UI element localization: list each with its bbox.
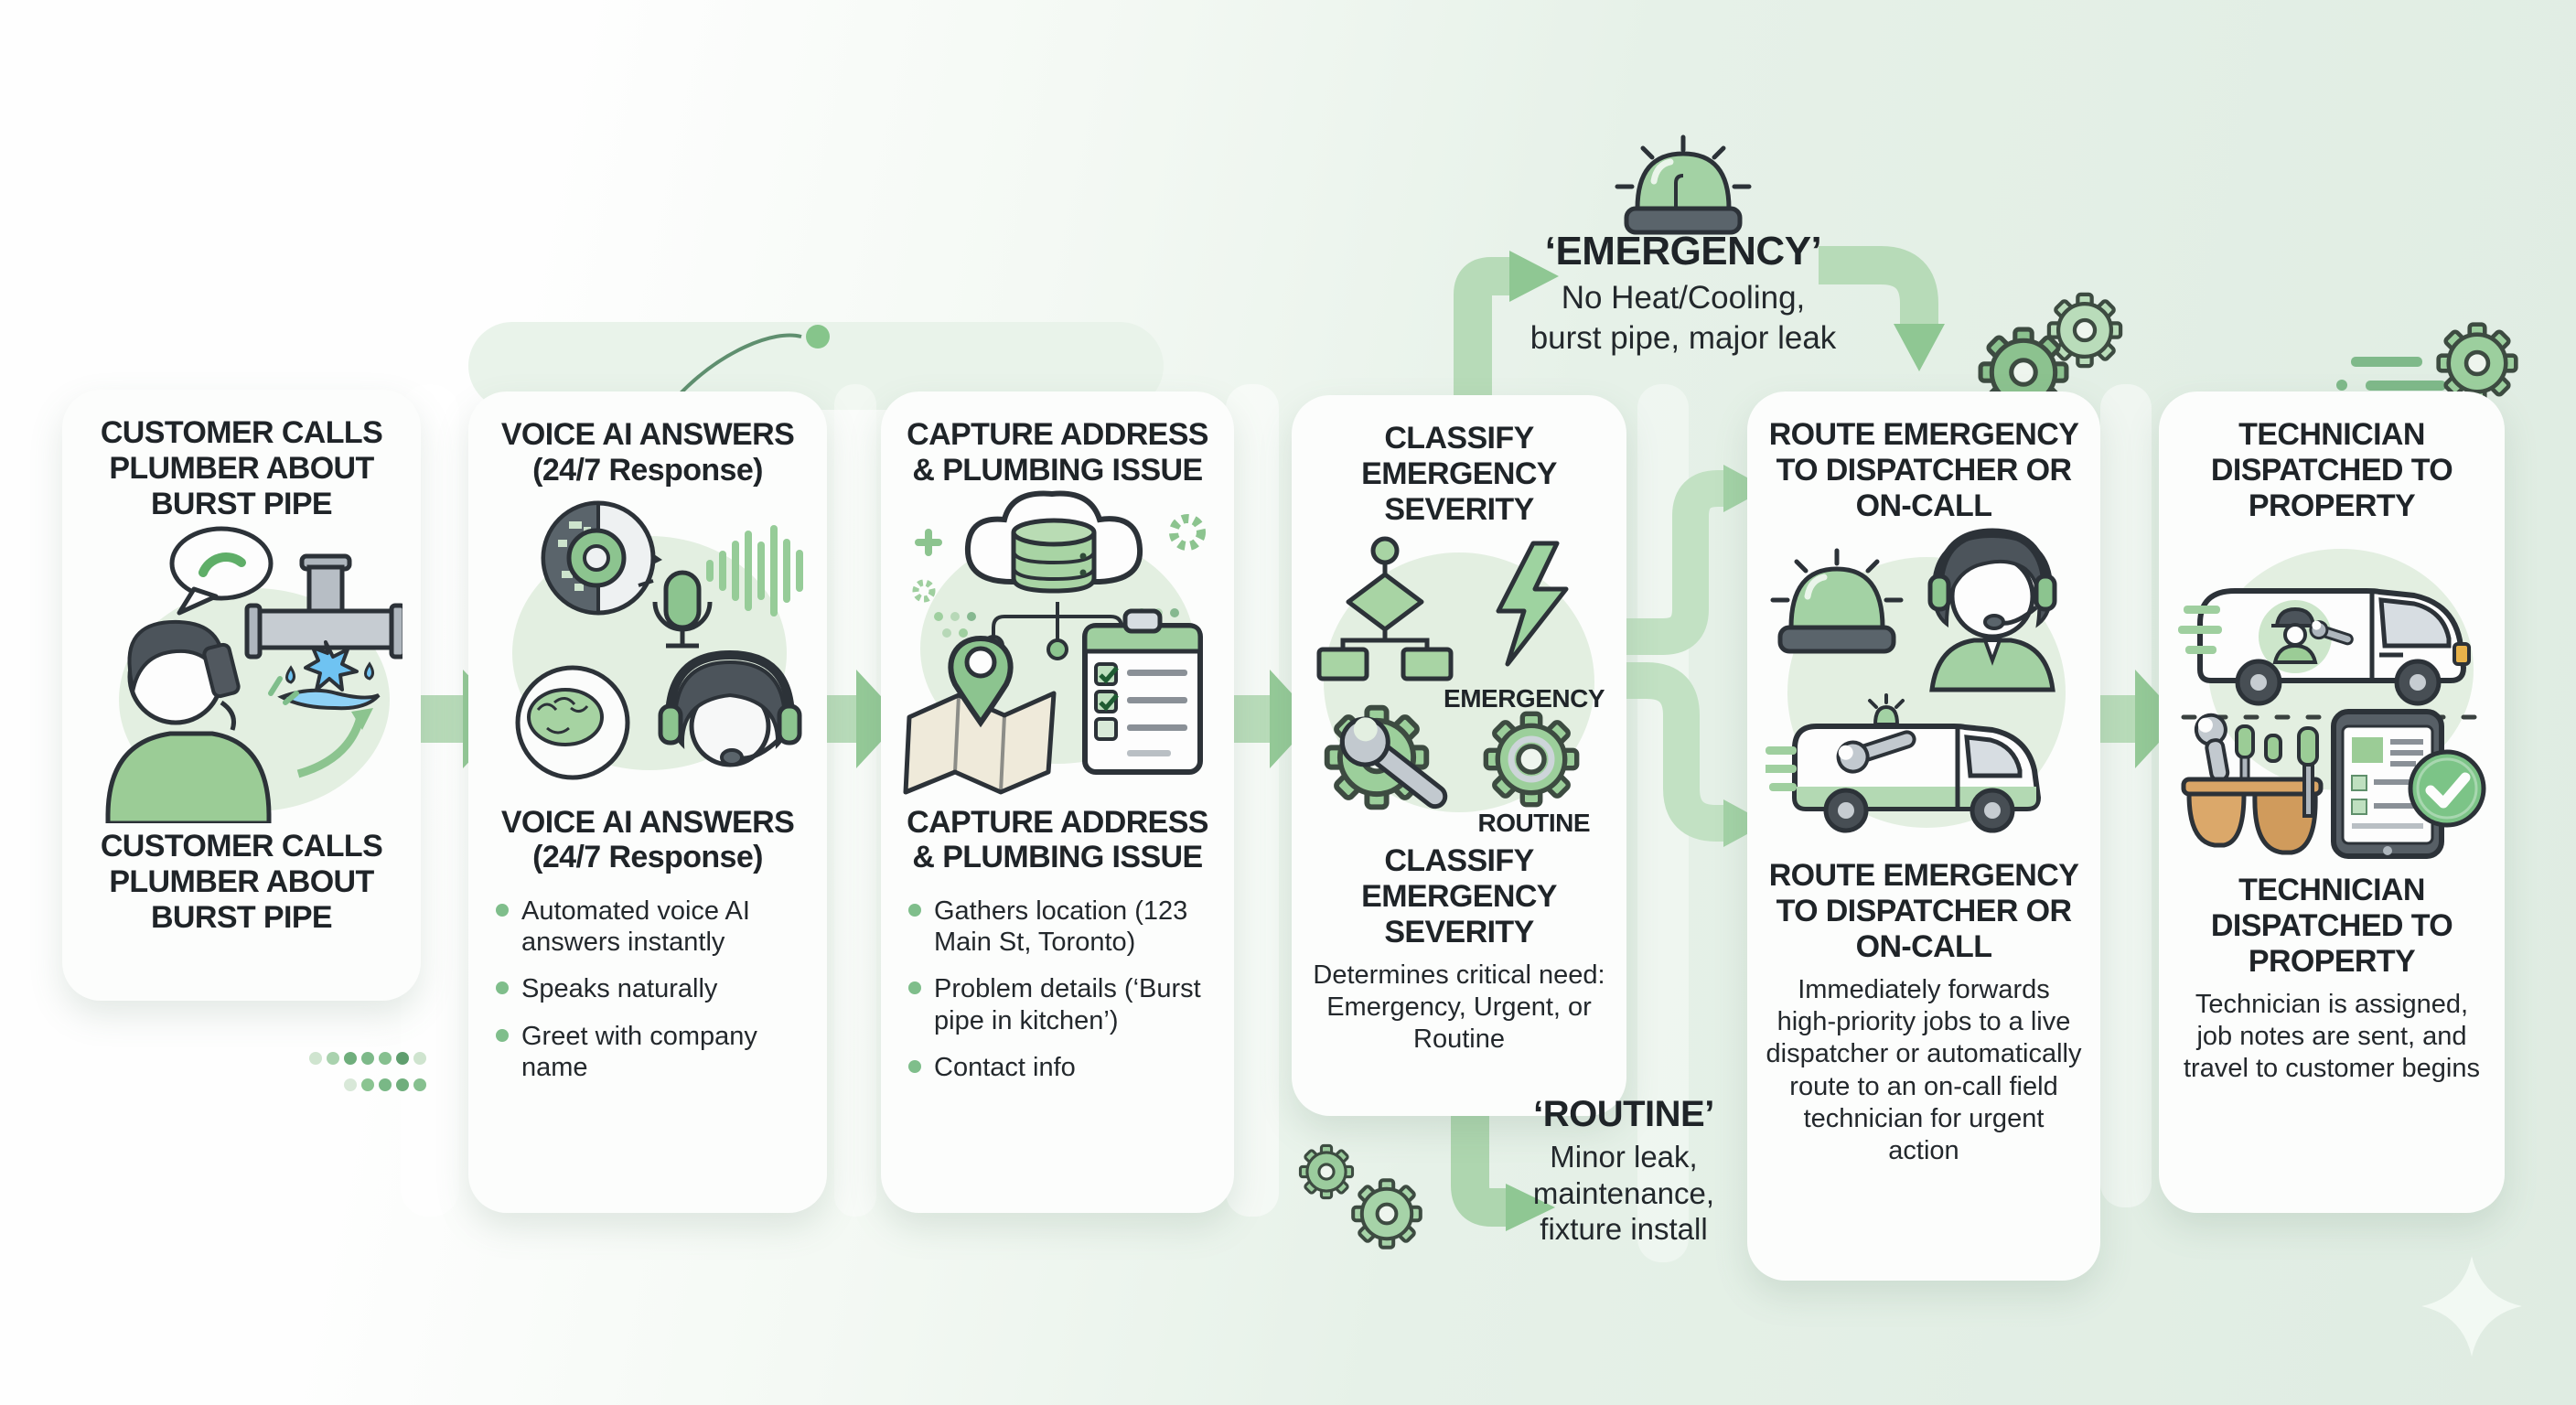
card-illustration — [487, 488, 809, 799]
routine-branch-arrow — [1451, 1112, 1555, 1231]
map-location-pin-icon — [903, 635, 1057, 794]
upward-curved-arrow-icon — [296, 708, 373, 778]
card-title: CLASSIFY EMERGENCY SEVERITY — [1361, 421, 1557, 527]
card-caption: CAPTURE ADDRESS & PLUMBING ISSUE — [907, 804, 1208, 875]
emergency-branch-down-arrow — [1819, 246, 1945, 371]
siren-icon — [1615, 134, 1752, 235]
bullet-item: Greet with company name — [496, 1021, 814, 1083]
gear-wrench-icon — [1327, 708, 1448, 820]
dispatcher-headset-icon — [1927, 528, 2057, 692]
card-illustration — [80, 521, 402, 824]
card-subtitle: Determines critical need: Emergency, Urg… — [1313, 960, 1605, 1055]
card-illustration — [1766, 523, 2082, 853]
service-van-icon — [1766, 693, 2042, 833]
card-caption: CLASSIFY EMERGENCY SEVERITY — [1361, 843, 1557, 949]
siren-icon — [1770, 548, 1904, 654]
curve-dot-accent — [677, 325, 830, 397]
dots-grid — [309, 1052, 426, 1091]
emergency-branch: ‘EMERGENCY’ No Heat/Cooling, burst pipe,… — [1432, 229, 1935, 359]
gear-icon — [1486, 714, 1576, 805]
bullet-item: Speaks naturally — [496, 973, 814, 1004]
routine-branch: ‘ROUTINE’ Minor leak, maintenance, fixtu… — [1427, 1094, 1820, 1248]
lightning-bolt-icon — [1496, 541, 1569, 667]
small-gear-icon — [912, 513, 1206, 602]
card-title: CUSTOMER CALLS PLUMBER ABOUT BURST PIPE — [100, 415, 383, 521]
check-circle-icon — [2408, 749, 2486, 828]
voice-waveform-icon — [706, 524, 803, 617]
speech-bubble-phone-icon — [169, 526, 274, 616]
microphone-icon — [652, 570, 713, 648]
card-illustration — [2176, 523, 2487, 867]
caller-with-phone-icon — [105, 620, 299, 824]
card-title: TECHNICIAN DISPATCHED TO PROPERTY — [2210, 417, 2453, 523]
card-caption: ROUTE EMERGENCY TO DISPATCHER OR ON-CALL — [1768, 858, 2079, 964]
emergency-branch-label: ‘EMERGENCY’ — [1544, 229, 1822, 273]
step-card-customer-call: CUSTOMER CALLS PLUMBER ABOUT BURST PIPE — [62, 390, 421, 1001]
card-caption: CUSTOMER CALLS PLUMBER ABOUT BURST PIPE — [100, 829, 383, 935]
bullet-item: Contact info — [908, 1052, 1221, 1083]
step-card-capture-address: CAPTURE ADDRESS & PLUMBING ISSUE — [881, 391, 1234, 1213]
ai-robot-head-icon — [541, 500, 662, 615]
step-card-classify-severity: CLASSIFY EMERGENCY SEVERITY — [1292, 395, 1626, 1116]
route-lower-arrow — [1626, 662, 1767, 847]
severity-label-emergency: EMERGENCY — [1444, 684, 1605, 713]
blob-decoration — [468, 322, 1164, 410]
route-upper-arrow — [1626, 465, 1767, 655]
routine-branch-description: Minor leak, maintenance, fixture install — [1532, 1140, 1715, 1247]
burst-pipe-icon — [244, 553, 402, 711]
bullet-item: Problem details (‘Burst pipe in kitchen’… — [908, 973, 1221, 1035]
bullet-item: Automated voice AI answers instantly — [496, 896, 814, 958]
card-caption: VOICE AI ANSWERS (24/7 Response) — [500, 804, 795, 875]
emergency-branch-description: No Heat/Cooling, burst pipe, major leak — [1530, 280, 1837, 357]
bullet-list: Gathers location (123 Main St, Toronto) … — [881, 896, 1234, 1099]
card-title: ROUTE EMERGENCY TO DISPATCHER OR ON-CALL — [1768, 417, 2079, 523]
tool-belt-icon — [2181, 713, 2324, 855]
card-subtitle: Immediately forwards high-priority jobs … — [1766, 974, 2082, 1166]
checklist-clipboard-icon — [1082, 608, 1203, 775]
sparkle-icon — [2421, 1256, 2522, 1357]
routine-gears-icon — [1298, 1143, 1420, 1247]
bullet-list: Automated voice AI answers instantly Spe… — [468, 896, 827, 1099]
step-card-route-emergency: ROUTE EMERGENCY TO DISPATCHER OR ON-CALL — [1747, 391, 2100, 1281]
step-card-voice-ai: VOICE AI ANSWERS (24/7 Response) — [468, 391, 827, 1213]
step-card-technician-dispatched: TECHNICIAN DISPATCHED TO PROPERTY — [2159, 391, 2505, 1213]
severity-label-routine: ROUTINE — [1477, 809, 1591, 838]
card-illustration — [896, 488, 1218, 799]
card-illustration: EMERGENCY ROUTINE — [1308, 527, 1610, 838]
plus-icon — [915, 528, 942, 556]
card-caption: TECHNICIAN DISPATCHED TO PROPERTY — [2210, 873, 2453, 979]
emergency-branch-up-arrow — [1454, 251, 1559, 430]
card-title: CAPTURE ADDRESS & PLUMBING ISSUE — [907, 417, 1208, 488]
job-checklist-tablet-icon — [2331, 709, 2444, 860]
support-agent-headset-icon — [658, 649, 802, 767]
bullet-item: Gathers location (123 Main St, Toronto) — [908, 896, 1221, 958]
brain-icon — [515, 665, 630, 779]
routine-branch-label: ‘ROUTINE’ — [1533, 1094, 1714, 1134]
decision-flowchart-icon — [1316, 536, 1454, 681]
cloud-database-icon — [964, 490, 1143, 594]
card-subtitle: Technician is assigned, job notes are se… — [2184, 989, 2480, 1084]
card-title: VOICE AI ANSWERS (24/7 Response) — [500, 417, 795, 488]
